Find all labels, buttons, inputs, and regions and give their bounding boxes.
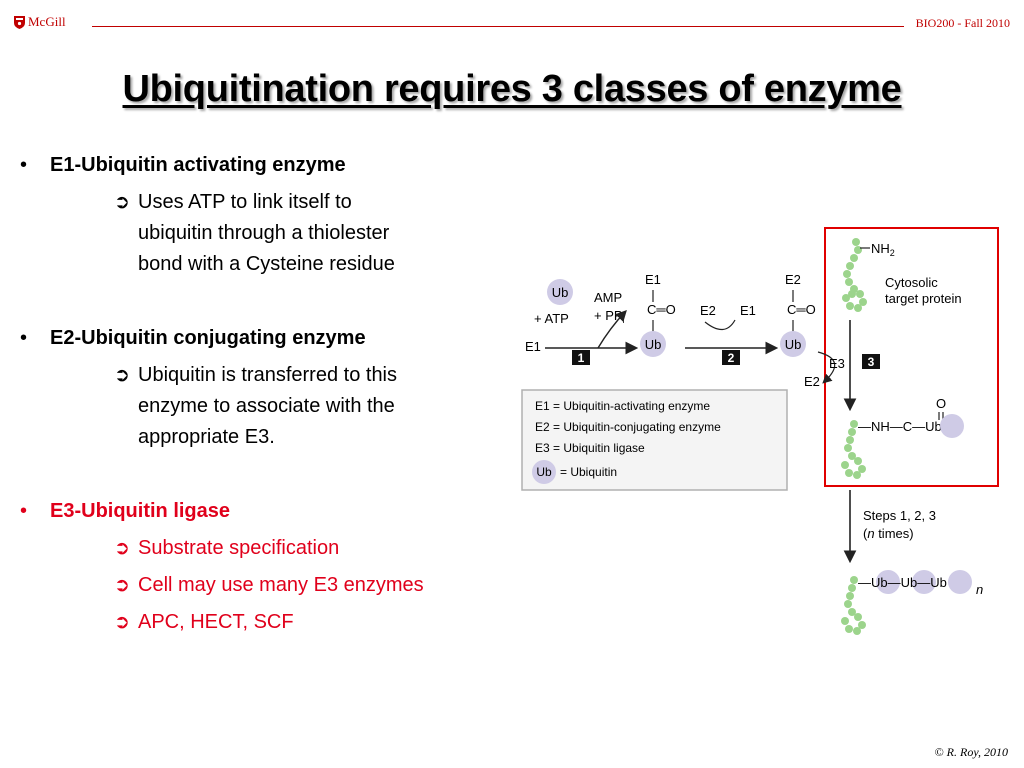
steps-line-1: Steps 1, 2, 3 [863,508,936,523]
e1-label: E1 [645,272,661,287]
mcgill-logo: McGill [14,14,66,30]
o-label: O [936,396,946,411]
bullet-e2: • E2-Ubiquitin conjugating enzyme [20,327,366,350]
step-2-label: 2 [728,351,735,365]
e2-label-2: E2 [785,272,801,287]
sub-line: appropriate E3. [138,426,275,448]
logo-text: McGill [28,14,66,29]
e1-left-label: E1 [525,339,541,354]
bullet-heading: E3-Ubiquitin ligase [50,500,231,522]
arrow-icon: ➲ [114,612,130,633]
nh-c-ub-label: —NH—C—Ub [858,419,942,434]
legend-e1: E1 = Ubiquitin-activating enzyme [535,399,710,413]
target-line-2: target protein [885,291,962,306]
legend-e3: E3 = Ubiquitin ligase [535,441,645,455]
bullet-dot: • [20,154,28,176]
ub-chain-label: —Ub—Ub—Ub [858,575,947,590]
bullet-e1: • E1-Ubiquitin activating enzyme [20,154,346,177]
sub-bullet-e3-3: ➲ APC, HECT, SCF [114,607,294,638]
header-rule [92,26,904,27]
ub-circle [640,331,666,357]
protein-beads-mid [841,420,866,479]
step-1-label: 1 [578,351,585,365]
ub-circle [940,414,964,438]
arrow-icon: ➲ [114,192,130,213]
target-line-1: Cytosolic [885,275,938,290]
arrow-exchange [704,319,736,331]
plus-atp-label: + ATP [534,311,569,326]
chain-n-label: n [976,582,983,597]
c-eq-o-label: C═O [647,302,676,317]
bullet-heading: E2-Ubiquitin conjugating enzyme [50,327,366,349]
step-2-box [722,350,740,365]
e3-label: E3 [829,356,845,371]
e2-release-label: E2 [804,374,820,389]
slide-title: Ubiquitination requires 3 classes of enz… [122,68,902,110]
sub-line: APC, HECT, SCF [138,611,294,633]
sub-bullet-e3-1: ➲ Substrate specification [114,533,340,564]
ub-circle [780,331,806,357]
arrow-e2-release [817,351,836,384]
ppi-label: + PPi [594,308,625,325]
sub-line: bond with a Cysteine residue [138,253,395,275]
bullet-dot: • [20,500,28,522]
step-1-box [572,350,590,365]
sub-line: Cell may use many E3 enzymes [138,574,424,596]
target-protein-box [824,227,999,487]
sub-line: enzyme to associate with the [138,395,395,417]
arrow-icon: ➲ [114,575,130,596]
ubiquitination-diagram: Ub + ATP E1 AMP + PPi 1 E1 C═O Ub E2 E1 … [521,227,999,635]
legend-box [521,389,788,491]
course-label: BIO200 - Fall 2010 [915,16,1010,30]
sub-bullet-e1: ➲ Uses ATP to link itself to ubiquitin t… [114,187,395,280]
sub-line: Ubiquitin is transferred to this [138,364,398,386]
sub-bullet-e3-2: ➲ Cell may use many E3 enzymes [114,570,424,601]
ub-circle [532,460,556,484]
ub-label: Ub [785,337,802,352]
protein-beads-bottom [841,576,866,635]
arrow-release [597,309,627,349]
bullet-e3: • E3-Ubiquitin ligase [20,500,231,523]
sub-line: ubiquitin through a thiolester [138,222,390,244]
ub-label: Ub [552,285,569,300]
ub-label: Ub [536,465,552,479]
sub-line: Uses ATP to link itself to [138,191,352,213]
arrow-icon: ➲ [114,365,130,386]
ub-circle [547,279,573,305]
legend-e2: E2 = Ubiquitin-conjugating enzyme [535,420,721,434]
step-3-label: 3 [868,355,875,369]
step-3-box [862,354,880,369]
sub-bullet-e2: ➲ Ubiquitin is transferred to this enzym… [114,360,398,453]
protein-beads-top [842,238,867,312]
bullet-heading: E1-Ubiquitin activating enzyme [50,154,346,176]
e1-label-2: E1 [740,303,756,318]
ub-label: Ub [645,337,662,352]
amp-label: AMP [594,290,622,305]
c-eq-o-label: C═O [787,302,816,317]
arrow-icon: ➲ [114,538,130,559]
copyright-footer: © R. Roy, 2010 [934,745,1008,759]
steps-line-2: (n times) [863,526,914,541]
e2-label: E2 [700,303,716,318]
legend-ub: = Ubiquitin [560,465,617,479]
sub-line: Substrate specification [138,537,340,559]
shield-icon [14,15,25,29]
nh2-label: NH2 [871,241,895,258]
bullet-dot: • [20,327,28,349]
